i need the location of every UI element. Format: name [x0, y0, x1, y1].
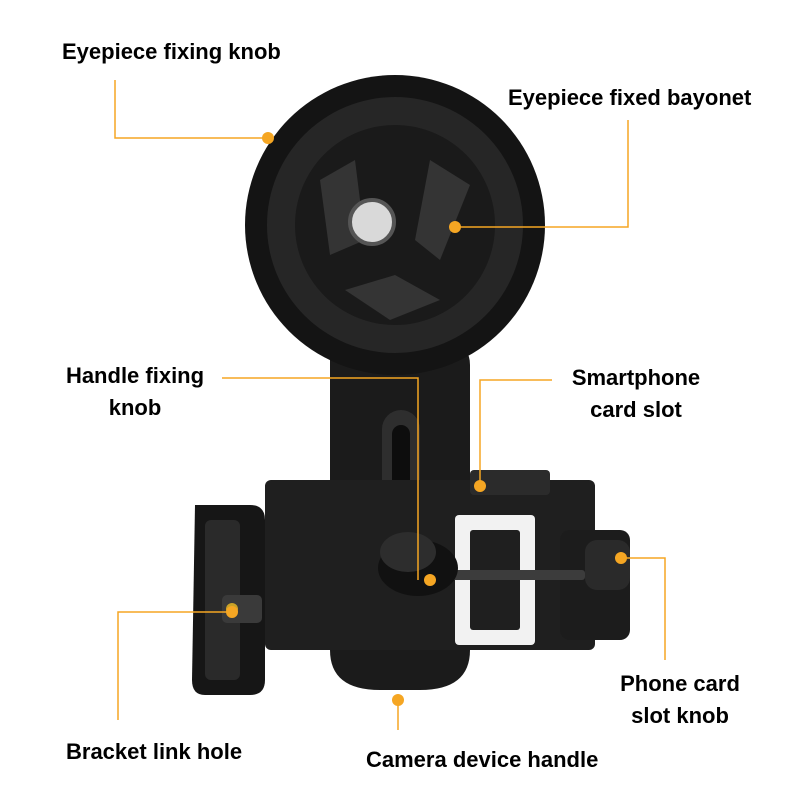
eyepiece-lens	[350, 200, 394, 244]
phone-adapter-device	[192, 75, 630, 695]
label-eyepiece-fixing-knob: Eyepiece fixing knob	[62, 39, 281, 64]
dot-eyepiece-fixed-bayonet	[449, 221, 461, 233]
leader-handle-fixing-knob	[222, 377, 419, 580]
label-phone-card-slot-knob-line1: Phone card	[620, 671, 740, 696]
handle-fixing-knob-top	[380, 532, 436, 572]
label-smartphone-card-slot: Smartphone card slot	[556, 362, 716, 426]
bayonet-clip-3	[345, 275, 440, 320]
label-bracket-link-hole: Bracket link hole	[66, 739, 243, 764]
leader-eyepiece-fixed-bayonet	[455, 120, 629, 228]
label-handle-fixing-knob-line1: Handle fixing	[65, 363, 205, 388]
leader-bracket-link-hole	[117, 611, 232, 720]
threaded-rod	[430, 570, 585, 580]
phone-card-slot-knob	[585, 540, 630, 590]
dot-bracket-link-hole	[226, 606, 238, 618]
leader-eyepiece-fixing-knob	[114, 80, 268, 139]
bayonet-clip-2	[415, 160, 470, 260]
dot-handle-fixing-knob	[424, 574, 436, 586]
leader-smartphone-card-slot	[479, 379, 552, 486]
label-handle-fixing-knob: Handle fixing knob	[50, 360, 220, 424]
eyepiece-lens-rim	[348, 198, 396, 246]
label-eyepiece-fixed-bayonet: Eyepiece fixed bayonet	[508, 85, 752, 110]
label-phone-card-slot-knob: Phone card slot knob	[605, 668, 755, 732]
label-handle-fixing-knob-line2: knob	[108, 395, 162, 420]
callout-dots	[226, 132, 627, 706]
dot-eyepiece-fixing-knob	[262, 132, 274, 144]
label-smartphone-card-slot-line2: card slot	[590, 397, 682, 422]
dot-phone-card-slot-knob	[615, 552, 627, 564]
clamp-top-lip	[470, 470, 550, 495]
label-phone-card-slot-knob-line2: slot knob	[631, 703, 729, 728]
dot-smartphone-card-slot	[474, 480, 486, 492]
label-smartphone-card-slot-line1: Smartphone	[571, 365, 701, 390]
dot-camera-device-handle	[392, 694, 404, 706]
label-camera-device-handle: Camera device handle	[366, 747, 599, 772]
leader-phone-card-slot-knob	[621, 557, 666, 660]
